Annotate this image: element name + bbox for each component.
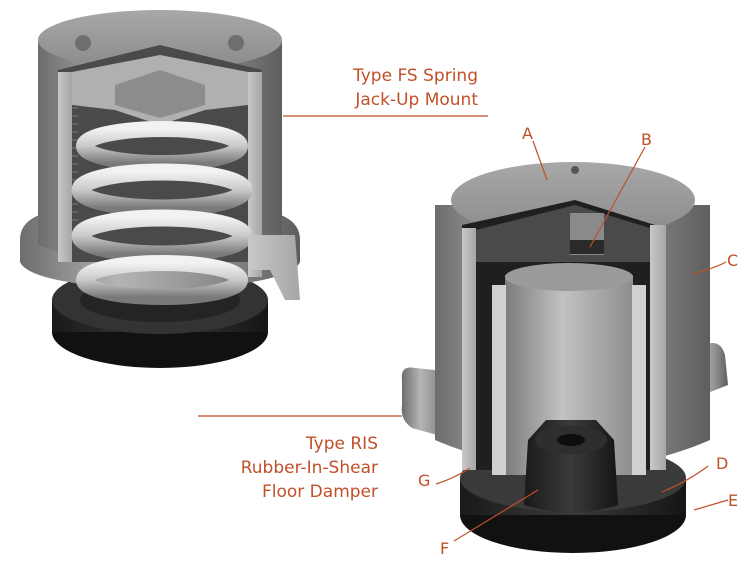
- ris-caption-line2: Rubber-In-Shear: [240, 458, 378, 478]
- fs-wall-right: [248, 72, 262, 277]
- leader-g: [435, 467, 471, 485]
- leader-e: [693, 499, 729, 511]
- ris-wall-right: [650, 225, 666, 470]
- fs-caption: Type FS Spring Jack-Up Mount: [312, 64, 478, 112]
- ris-wall-left: [462, 228, 476, 470]
- leader-c: [691, 261, 727, 275]
- fs-caption-line2: Jack-Up Mount: [355, 90, 478, 110]
- fs-jack-plate: [115, 70, 205, 118]
- ris-caption-line1: Type RIS: [305, 434, 378, 454]
- ris-floor-damper: [198, 162, 728, 553]
- callout-f: F: [440, 539, 450, 558]
- ris-top-hole: [571, 166, 579, 174]
- leader-d: [661, 465, 709, 493]
- callout-d: D: [716, 454, 729, 473]
- ris-inner-tube-top: [505, 263, 633, 291]
- fs-bracket: [248, 235, 300, 300]
- callout-a: A: [522, 124, 533, 143]
- callout-e: E: [728, 491, 739, 510]
- ris-cone-bore: [557, 434, 585, 446]
- ris-tube-wall-right: [632, 285, 646, 475]
- fs-wall-left: [58, 72, 72, 262]
- ris-caption: Type RIS Rubber-In-Shear Floor Damper: [200, 432, 378, 504]
- callout-b: B: [641, 130, 652, 149]
- ris-cap-block: [476, 205, 650, 262]
- fs-spring-mount: [20, 10, 488, 368]
- fs-bolt-hole-left: [75, 35, 91, 51]
- callout-leaders: [435, 140, 729, 542]
- leader-a: [532, 140, 548, 181]
- ris-adjust-nut: [570, 240, 604, 254]
- callout-g: G: [418, 471, 431, 490]
- callout-c: C: [727, 251, 739, 270]
- fs-spring: [71, 121, 253, 305]
- fs-housing-top: [38, 10, 282, 70]
- fs-caption-line1: Type FS Spring: [353, 66, 478, 86]
- fs-bolt-hole-right: [228, 35, 244, 51]
- leader-f: [453, 489, 539, 542]
- ris-tube-wall-left: [492, 285, 506, 475]
- ris-caption-line3: Floor Damper: [261, 482, 378, 502]
- leader-b: [589, 146, 646, 248]
